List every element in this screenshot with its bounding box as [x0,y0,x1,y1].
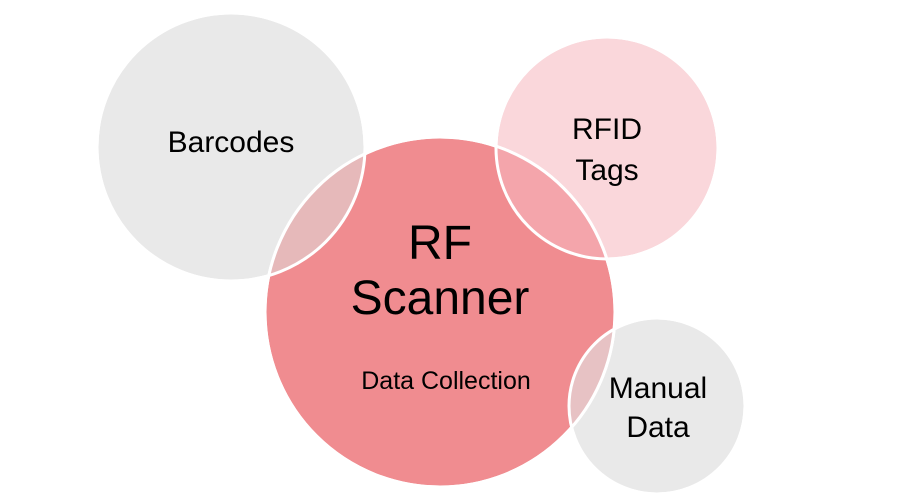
rfid-label-line1: RFID [572,113,642,146]
manual-label-line2: Data [626,411,690,444]
outline-manual [567,316,747,496]
overlap-barcodes [265,137,365,281]
rfid-label-line2: Tags [575,154,638,187]
manual-label-line1: Manual [609,372,707,405]
outline-rf-scanner [263,135,617,489]
barcodes-label: Barcodes [168,126,295,159]
outline-barcodes [95,11,367,283]
rf-scanner-subtitle: Data Collection [361,367,531,395]
rf-scanner-title-line2: Scanner [351,272,530,325]
rf-scanner-title-line1: RF [408,217,472,270]
